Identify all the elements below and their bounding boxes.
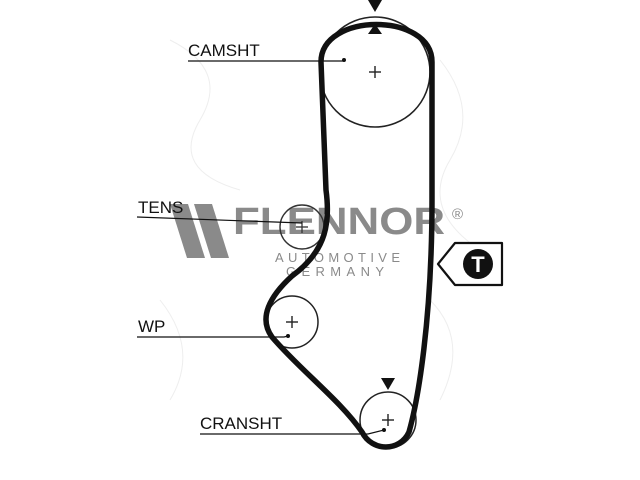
tension-marker-badge xyxy=(463,249,493,279)
water-pump-label: WP xyxy=(138,317,165,336)
timing-belt xyxy=(263,21,435,450)
leader-dots xyxy=(286,58,386,432)
camshaft-timing-notch-icon xyxy=(368,24,382,34)
camshaft-timing-mark xyxy=(368,0,382,34)
crankshaft-label: CRANSHT xyxy=(200,414,282,433)
crankshaft-timing-arrow-icon xyxy=(381,378,395,390)
tensioner-leader-line xyxy=(136,216,303,224)
brand-registered-mark: ® xyxy=(452,206,463,223)
camshaft-label: CAMSHT xyxy=(188,41,260,60)
brand-logo-stripe-2 xyxy=(194,204,229,258)
brand-logo: FLENNOR ® AUTOMOTIVE GERMANY xyxy=(170,201,463,279)
brand-logo-stripe-1 xyxy=(170,204,205,258)
tension-marker: T xyxy=(436,241,504,287)
leader-lines xyxy=(136,60,385,435)
water-pump-leader-line xyxy=(137,335,289,338)
brand-tagline-line-1: AUTOMOTIVE xyxy=(275,250,400,265)
background-texture xyxy=(159,39,481,401)
tensioner-label: TENS xyxy=(138,198,183,217)
tension-marker-letter: T xyxy=(471,252,485,277)
crankshaft-leader-line xyxy=(200,429,385,435)
camshaft-timing-arrow-icon xyxy=(368,0,382,12)
